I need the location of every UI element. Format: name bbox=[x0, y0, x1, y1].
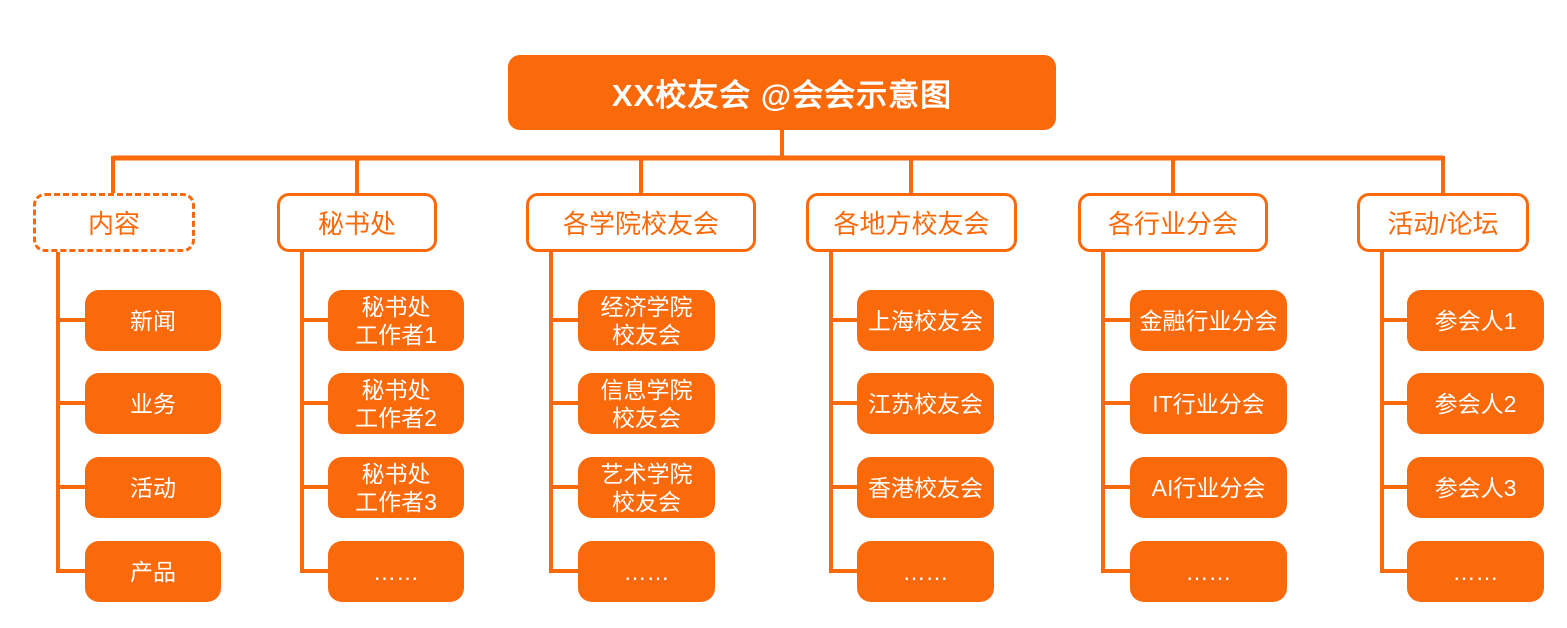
child-node: 参会人3 bbox=[1407, 457, 1544, 518]
child-node: 业务 bbox=[85, 373, 221, 434]
column-4-lines bbox=[829, 250, 860, 573]
child-node: …… bbox=[857, 541, 994, 602]
column-3-lines bbox=[549, 250, 581, 573]
column-6-lines bbox=[1380, 250, 1410, 573]
column-5-lines bbox=[1101, 250, 1133, 573]
child-node: 艺术学院 校友会 bbox=[578, 457, 715, 518]
child-node: …… bbox=[1130, 541, 1287, 602]
child-node: 秘书处 工作者2 bbox=[328, 373, 464, 434]
child-node: 上海校友会 bbox=[857, 290, 994, 351]
branch-header-regions: 各地方校友会 bbox=[806, 193, 1017, 252]
child-node: 参会人2 bbox=[1407, 373, 1544, 434]
branch-header-content: 内容 bbox=[33, 193, 195, 252]
branch-header-colleges: 各学院校友会 bbox=[526, 193, 756, 252]
branch-header-events: 活动/论坛 bbox=[1357, 193, 1529, 252]
child-node: IT行业分会 bbox=[1130, 373, 1287, 434]
child-node: 金融行业分会 bbox=[1130, 290, 1287, 351]
child-node: …… bbox=[1407, 541, 1544, 602]
root-node: XX校友会 @会会示意图 bbox=[508, 55, 1056, 130]
child-node: 秘书处 工作者1 bbox=[328, 290, 464, 351]
column-1-lines bbox=[56, 250, 88, 573]
child-node: 江苏校友会 bbox=[857, 373, 994, 434]
child-node: 活动 bbox=[85, 457, 221, 518]
child-node: AI行业分会 bbox=[1130, 457, 1287, 518]
child-node: 参会人1 bbox=[1407, 290, 1544, 351]
child-node: …… bbox=[328, 541, 464, 602]
child-node: 新闻 bbox=[85, 290, 221, 351]
child-node: 香港校友会 bbox=[857, 457, 994, 518]
branch-header-secretariat: 秘书处 bbox=[277, 193, 437, 252]
branch-drop-lines bbox=[111, 156, 1445, 196]
child-node: 秘书处 工作者3 bbox=[328, 457, 464, 518]
child-node: 产品 bbox=[85, 541, 221, 602]
branch-header-industries: 各行业分会 bbox=[1078, 193, 1268, 252]
child-node: 经济学院 校友会 bbox=[578, 290, 715, 351]
child-node: 信息学院 校友会 bbox=[578, 373, 715, 434]
column-2-lines bbox=[300, 250, 331, 573]
child-node: …… bbox=[578, 541, 715, 602]
